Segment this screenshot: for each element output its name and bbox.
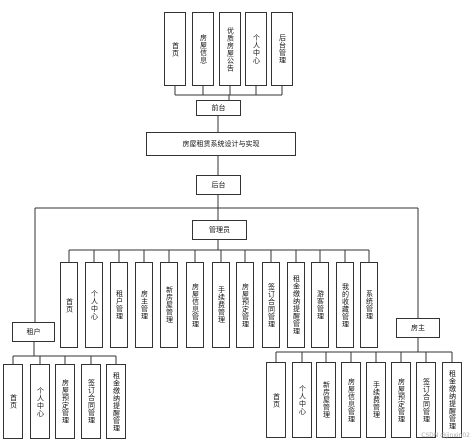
watermark: CSDN @jinxin02 (421, 432, 470, 439)
owner-module-box: 个人中心 (292, 362, 312, 438)
admin-module-box: 首页 (60, 262, 78, 348)
root-node: 房屋租赁系统设计与实现 (146, 132, 296, 156)
tenant-module-box-label: 签订合同管理 (87, 379, 96, 424)
owner-module-box-label: 手续费管理 (372, 381, 381, 419)
admin-module-box-label: 我的收藏管理 (341, 282, 350, 328)
owner-module-box-label: 新房屋管理 (322, 381, 331, 419)
admin-module-box: 新房屋管理 (160, 262, 178, 348)
front-node: 前台 (196, 100, 241, 116)
admin-module-box: 租户管理 (110, 262, 128, 348)
tenant-module-box-label: 租金缴纳提醒管理 (112, 371, 121, 432)
tenant-module-box: 租金缴纳提醒管理 (106, 364, 126, 439)
admin-module-box-label: 房屋信息管理 (191, 282, 200, 328)
front-module-box-label: 个人中心 (252, 34, 261, 64)
front-module-box: 优质房屋公告 (219, 12, 241, 86)
front-module-box: 首页 (164, 12, 186, 86)
admin-node: 管理员 (192, 220, 247, 240)
admin-module-box: 个人中心 (85, 262, 103, 348)
owner-node: 房主 (396, 318, 440, 338)
admin-module-box-label: 首页 (65, 297, 74, 313)
tenant-module-box: 房屋预定管理 (55, 364, 75, 439)
front-module-box-label: 首页 (171, 41, 180, 57)
admin-module-box: 手续费管理 (212, 262, 230, 348)
owner-module-box-label: 个人中心 (298, 385, 307, 415)
owner-module-box-label: 房屋预定管理 (397, 377, 406, 423)
admin-module-box: 签订合同管理 (262, 262, 280, 348)
tenant-module-box: 签订合同管理 (81, 364, 101, 439)
admin-module-box-label: 个人中心 (90, 290, 99, 320)
admin-module-box-label: 系统管理 (365, 290, 374, 320)
tenant-module-box-label: 房屋预定管理 (61, 379, 70, 424)
tenant-module-box: 个人中心 (30, 364, 50, 439)
front-module-box: 房屋信息 (192, 12, 214, 86)
tenant-module-box: 首页 (3, 364, 23, 439)
front-module-box-label: 优质房屋公告 (226, 26, 235, 72)
front-module-box-label: 后台管理 (278, 34, 287, 64)
front-module-box: 个人中心 (245, 12, 267, 86)
front-module-box: 后台管理 (271, 12, 293, 86)
admin-module-box: 房屋信息管理 (186, 262, 204, 348)
admin-module-box-label: 房主管理 (140, 290, 149, 320)
admin-module-box: 租金缴纳提醒管理 (287, 262, 305, 348)
owner-module-box-label: 首页 (272, 392, 281, 408)
admin-module-box-label: 游客管理 (316, 290, 325, 320)
owner-module-box: 首页 (266, 362, 286, 438)
owner-module-box: 房屋信息管理 (341, 362, 361, 438)
owner-module-box: 签订合同管理 (416, 362, 436, 438)
tenant-module-box-label: 个人中心 (36, 386, 45, 417)
admin-module-box-label: 新房屋管理 (165, 286, 174, 324)
owner-module-box: 新房屋管理 (316, 362, 336, 438)
owner-module-box-label: 租金缴纳提醒管理 (448, 370, 457, 430)
owner-module-box: 房屋预定管理 (391, 362, 411, 438)
admin-module-box: 游客管理 (311, 262, 329, 348)
tenant-module-box-label: 首页 (9, 394, 18, 409)
admin-module-box: 系统管理 (360, 262, 378, 348)
owner-module-box: 租金缴纳提醒管理 (442, 362, 462, 438)
admin-module-box-label: 手续费管理 (217, 286, 226, 324)
admin-module-box-label: 房屋预定管理 (241, 282, 250, 328)
owner-module-box: 手续费管理 (366, 362, 386, 438)
admin-module-box-label: 租金缴纳提醒管理 (292, 275, 301, 335)
admin-module-box-label: 租户管理 (115, 290, 124, 320)
front-module-box-label: 房屋信息 (199, 34, 208, 64)
admin-module-box: 房屋预定管理 (236, 262, 254, 348)
admin-module-box-label: 签订合同管理 (267, 282, 276, 328)
owner-module-box-label: 房屋信息管理 (347, 377, 356, 423)
back-node: 后台 (196, 175, 241, 195)
admin-module-box: 我的收藏管理 (336, 262, 354, 348)
admin-module-box: 房主管理 (135, 262, 153, 348)
owner-module-box-label: 签订合同管理 (422, 377, 431, 423)
tenant-node: 租户 (12, 322, 55, 342)
